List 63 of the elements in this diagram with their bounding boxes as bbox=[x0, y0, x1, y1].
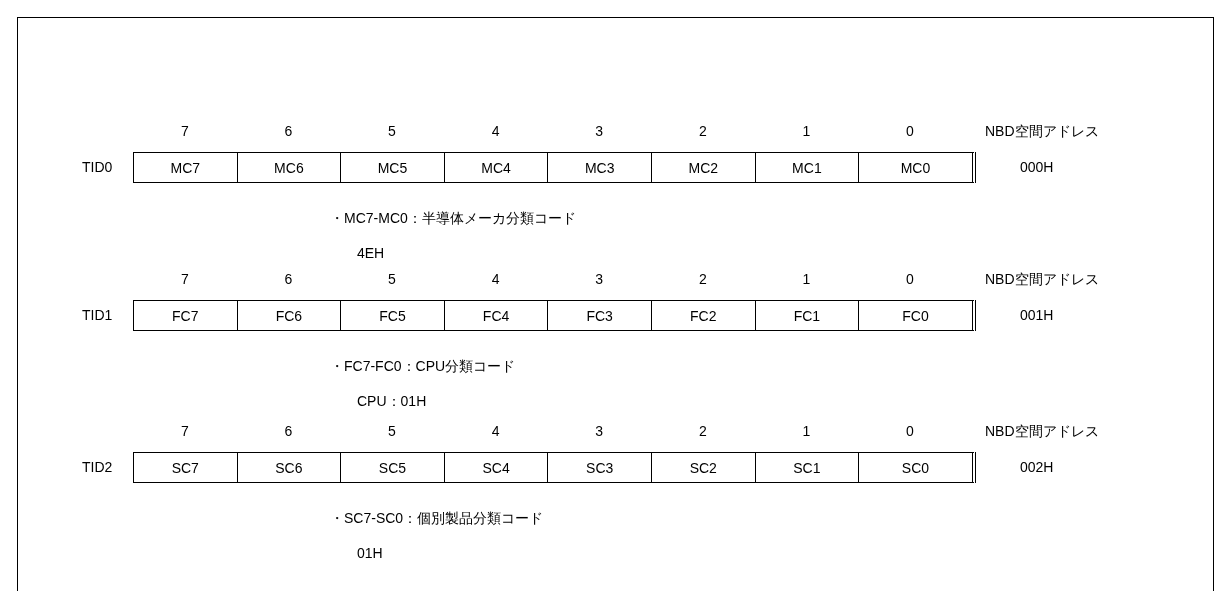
bit-number: 0 bbox=[905, 422, 915, 440]
bit-number: 0 bbox=[905, 122, 915, 140]
bit-number: 1 bbox=[801, 270, 812, 288]
register-bit-cell: MC5 bbox=[340, 152, 445, 183]
register-bit-cell: SC3 bbox=[547, 452, 652, 483]
bit-number: 1 bbox=[801, 122, 812, 140]
register-bit-cell: FC3 bbox=[547, 300, 652, 331]
bit-number: 2 bbox=[697, 422, 708, 440]
register-bit-cell: MC4 bbox=[443, 152, 549, 183]
register-bit-cell: SC2 bbox=[651, 452, 756, 483]
register-address: 000H bbox=[1020, 158, 1054, 176]
bit-number: 6 bbox=[283, 122, 294, 140]
register-bit-cell: FC1 bbox=[754, 300, 860, 331]
register-bit-cell: MC6 bbox=[236, 152, 342, 183]
bit-number: 4 bbox=[490, 422, 501, 440]
register-bit-cell: FC0 bbox=[858, 300, 976, 331]
bit-number: 5 bbox=[387, 422, 397, 440]
bit-number: 0 bbox=[905, 270, 915, 288]
register-name: TID1 bbox=[82, 306, 113, 324]
register-bit-cell: FC2 bbox=[651, 300, 756, 331]
bit-number: 7 bbox=[179, 270, 190, 288]
address-space-heading: NBD空間アドレス bbox=[985, 422, 1099, 440]
register-bit-cell: SC7 bbox=[133, 452, 238, 483]
bit-number: 3 bbox=[594, 270, 605, 288]
register-name: TID0 bbox=[82, 158, 113, 176]
register-bit-cell: MC2 bbox=[651, 152, 756, 183]
register-bit-cell: MC3 bbox=[547, 152, 652, 183]
register-address: 001H bbox=[1020, 306, 1054, 324]
address-space-heading: NBD空間アドレス bbox=[985, 122, 1099, 140]
register-bit-cell: SC4 bbox=[443, 452, 549, 483]
field-value-note: CPU：01H bbox=[357, 392, 427, 410]
register-bit-cell: MC1 bbox=[754, 152, 860, 183]
field-description: ・MC7-MC0：半導体メーカ分類コード bbox=[330, 209, 576, 227]
register-bit-cell: SC6 bbox=[236, 452, 342, 483]
register-bit-cell: FC5 bbox=[340, 300, 445, 331]
bit-number: 4 bbox=[490, 270, 501, 288]
register-bit-cell: MC7 bbox=[133, 152, 238, 183]
register-bit-cell: FC6 bbox=[236, 300, 342, 331]
register-name: TID2 bbox=[82, 458, 113, 476]
bit-number: 3 bbox=[594, 422, 605, 440]
bit-number: 2 bbox=[697, 270, 708, 288]
address-space-heading: NBD空間アドレス bbox=[985, 270, 1099, 288]
bit-number: 6 bbox=[283, 422, 294, 440]
bit-number: 6 bbox=[283, 270, 294, 288]
bit-number: 3 bbox=[594, 122, 605, 140]
field-description: ・FC7-FC0：CPU分類コード bbox=[330, 357, 516, 375]
field-description: ・SC7-SC0：個別製品分類コード bbox=[330, 509, 544, 527]
bit-number: 7 bbox=[179, 122, 190, 140]
bit-number: 5 bbox=[387, 270, 397, 288]
register-address: 002H bbox=[1020, 458, 1054, 476]
field-value-note: 01H bbox=[357, 544, 383, 562]
bit-number: 2 bbox=[697, 122, 708, 140]
register-bit-cell: SC1 bbox=[754, 452, 860, 483]
bit-number: 1 bbox=[801, 422, 812, 440]
register-bit-cell: MC0 bbox=[858, 152, 976, 183]
register-bit-cell: FC7 bbox=[133, 300, 238, 331]
bit-number: 7 bbox=[179, 422, 190, 440]
field-value-note: 4EH bbox=[357, 244, 385, 262]
bit-number: 5 bbox=[387, 122, 397, 140]
register-bit-cell: SC0 bbox=[858, 452, 976, 483]
register-bit-cell: FC4 bbox=[443, 300, 549, 331]
register-bit-cell: SC5 bbox=[340, 452, 445, 483]
bit-number: 4 bbox=[490, 122, 501, 140]
